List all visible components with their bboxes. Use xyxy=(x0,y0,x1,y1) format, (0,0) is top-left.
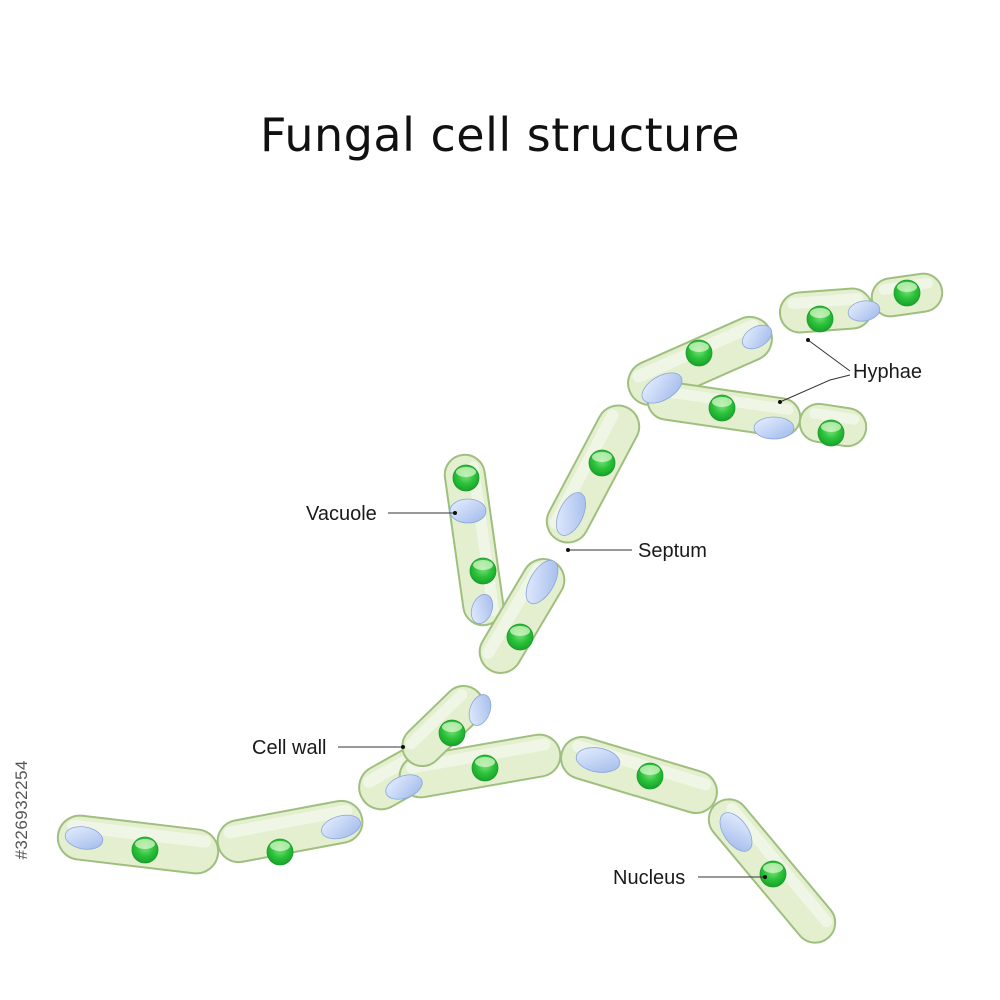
vacuole xyxy=(470,594,494,624)
nucleus xyxy=(469,557,497,585)
label-nucleus: Nucleus xyxy=(613,867,767,889)
septum-label: Septum xyxy=(638,540,707,562)
label-septum: Septum xyxy=(566,540,707,562)
label-vacuole: Vacuole xyxy=(306,503,457,525)
nucleus xyxy=(588,449,616,477)
cell-wall-label: Cell wall xyxy=(252,737,326,759)
nucleus xyxy=(893,279,921,307)
nucleus xyxy=(817,419,845,447)
hypha-cell xyxy=(545,404,641,544)
nucleus xyxy=(131,836,159,864)
stock-image-id: #326932254 xyxy=(12,760,31,860)
nucleus xyxy=(685,339,713,367)
vacuole xyxy=(556,492,586,536)
nucleus xyxy=(506,623,534,651)
vacuole xyxy=(753,416,795,440)
nucleus xyxy=(636,762,664,790)
vacuole xyxy=(468,694,492,726)
nucleus-label: Nucleus xyxy=(613,867,685,889)
nucleus xyxy=(759,860,787,888)
label-cell-wall: Cell wall xyxy=(252,737,405,759)
vacuole xyxy=(321,814,361,840)
vacuole xyxy=(741,324,773,350)
hyphae-label: Hyphae xyxy=(853,361,922,383)
diagram-title: Fungal cell structure xyxy=(259,108,741,162)
vacuole xyxy=(847,300,881,322)
organelles xyxy=(64,279,921,888)
nucleus xyxy=(708,394,736,422)
vacuole xyxy=(641,372,683,404)
vacuole xyxy=(575,747,621,773)
vacuole xyxy=(385,774,423,800)
vacuole-label: Vacuole xyxy=(306,503,377,525)
hyphae-cells xyxy=(56,272,944,944)
nucleus xyxy=(266,838,294,866)
vacuole xyxy=(719,812,753,852)
nucleus xyxy=(452,464,480,492)
vacuole xyxy=(449,498,487,524)
hypha-cell xyxy=(216,799,364,864)
vacuole xyxy=(525,559,559,605)
nucleus xyxy=(438,719,466,747)
label-hyphae: Hyphae xyxy=(778,338,922,404)
nucleus xyxy=(806,305,834,333)
nucleus xyxy=(471,754,499,782)
vacuole xyxy=(64,826,104,850)
